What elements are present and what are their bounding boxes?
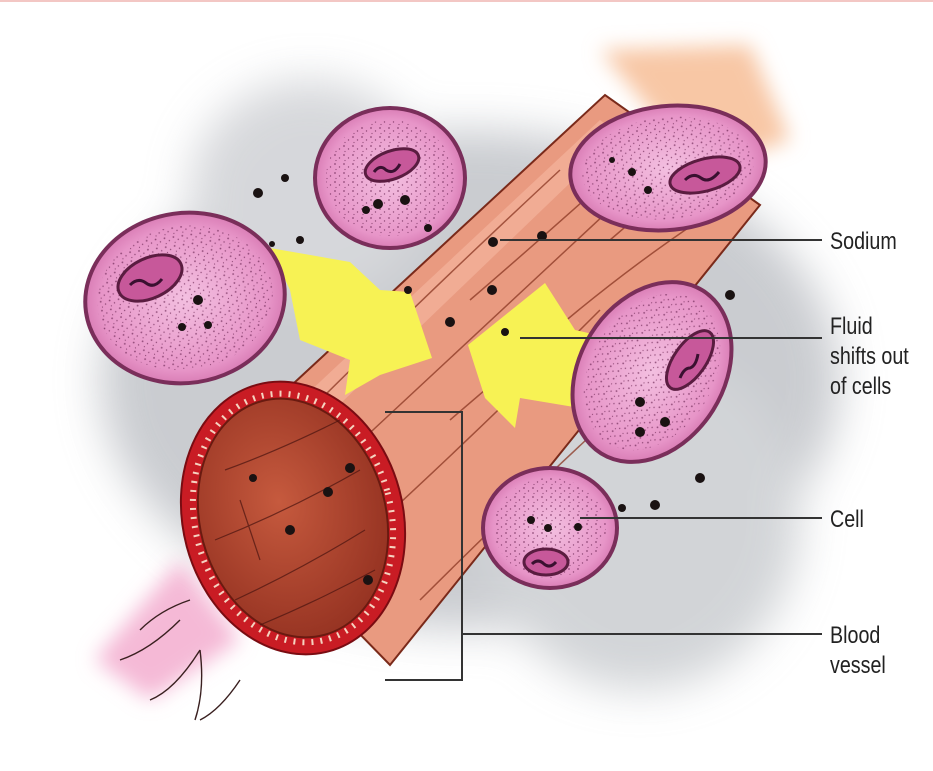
blood-vessel-label: Blood vessel — [830, 621, 920, 681]
fluid-shift-label: Fluid shifts out of cells — [830, 312, 920, 402]
sodium-label: Sodium — [830, 227, 897, 257]
cell — [315, 108, 465, 248]
cell-label: Cell — [830, 505, 864, 535]
cell-nucleus — [524, 549, 568, 575]
